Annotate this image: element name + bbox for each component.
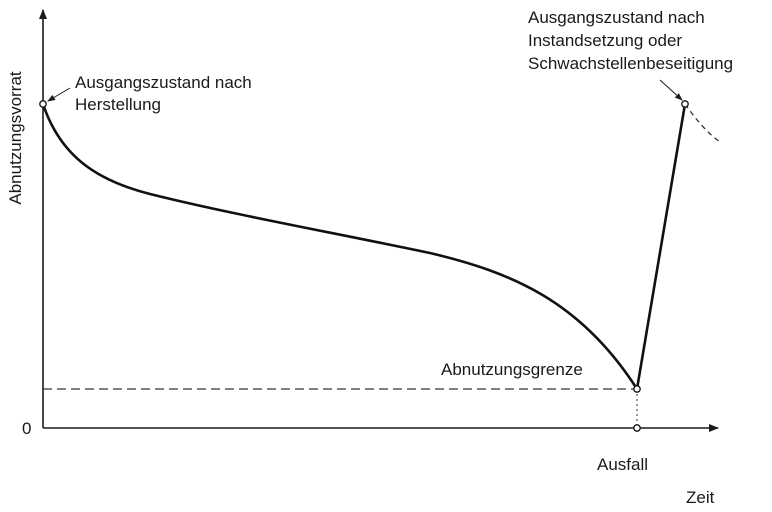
initial-state-pointer (47, 87, 71, 102)
restoration-line (635, 103, 687, 390)
restored-state-point (681, 100, 689, 108)
x-axis-label: Zeit (686, 488, 715, 507)
wear-limit-point (633, 385, 641, 393)
initial-state-point (39, 100, 47, 108)
continuation-curve (684, 103, 721, 143)
origin-label: 0 (22, 419, 31, 438)
initial-state-label-line-1: Ausgangszustand nach (75, 73, 252, 92)
failure-label: Ausfall (597, 455, 648, 474)
restored-state-label-line-3: Schwachstellenbeseitigung (528, 54, 733, 73)
restored-state-label-line-1: Ausgangszustand nach (528, 8, 705, 27)
failure-point (633, 424, 641, 432)
y-axis-label: Abnutzungsvorrat (6, 71, 25, 205)
initial-state-label-line-2: Herstellung (75, 95, 161, 114)
restored-state-label-line-2: Instandsetzung oder (528, 31, 682, 50)
wear-limit-label: Abnutzungsgrenze (441, 360, 583, 379)
wear-curve (41, 103, 639, 390)
restored-state-pointer (659, 79, 683, 101)
